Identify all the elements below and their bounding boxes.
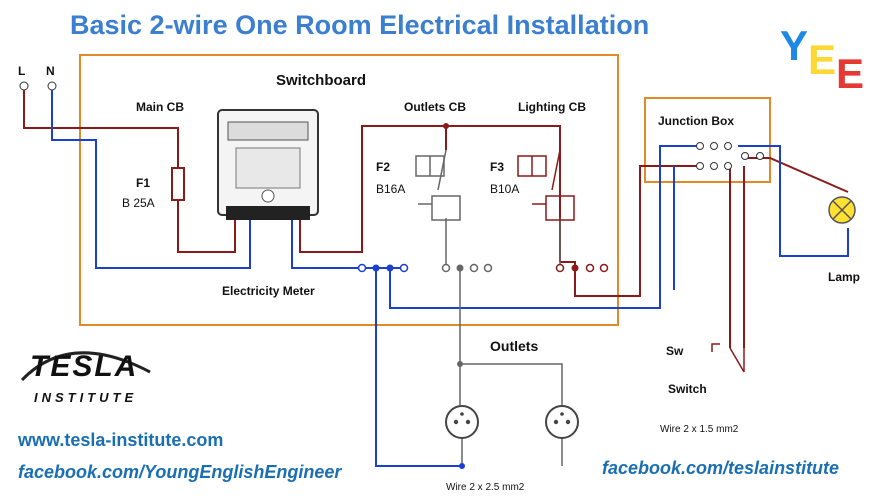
main-cb-label: Main CB xyxy=(136,100,184,114)
switch-label: Switch xyxy=(668,382,707,396)
junction-box xyxy=(644,97,771,183)
lighting-cb-label: Lighting CB xyxy=(518,100,586,114)
logo-name: TESLA xyxy=(30,350,139,383)
electricity-meter xyxy=(217,109,319,220)
fuse-f1-rating: B 25A xyxy=(122,196,155,210)
lighting-cb xyxy=(517,149,575,221)
meter-label: Electricity Meter xyxy=(222,284,315,298)
lamp-label: Lamp xyxy=(828,270,861,284)
lighting-wire-label: Wire 2 x 1.5 mm2 xyxy=(660,424,739,435)
junction-box-label: Junction Box xyxy=(658,114,735,128)
brand-letter-y: Y xyxy=(780,22,809,69)
outlets-label: Outlets xyxy=(490,338,539,354)
neutral-terminal xyxy=(47,81,57,91)
fuse-f2-name: F2 xyxy=(376,160,391,174)
neutral-wires xyxy=(51,90,849,467)
lamp-symbol xyxy=(828,196,856,224)
switchboard-label: Switchboard xyxy=(276,72,367,89)
fuse-f1 xyxy=(171,167,185,201)
live-terminal xyxy=(19,81,29,91)
facebook-yee-link[interactable]: facebook.com/YoungEnglishEngineer xyxy=(18,462,342,482)
outlet-wires xyxy=(445,218,563,466)
fuse-f3-rating: B10A xyxy=(490,182,520,196)
neutral-label: N xyxy=(46,64,55,78)
fuse-f2-rating: B16A xyxy=(376,182,406,196)
fuse-f1-name: F1 xyxy=(136,176,151,190)
switch-symbol xyxy=(711,343,745,373)
switchboard-box xyxy=(79,54,619,326)
live-wires xyxy=(23,90,849,348)
terminal-dots xyxy=(357,123,764,469)
outlets-cb xyxy=(415,149,461,221)
outlet-left xyxy=(445,405,479,439)
brand-letter-e1: E xyxy=(808,36,837,83)
fuse-f3-name: F3 xyxy=(490,160,505,174)
outlet-wire-label: Wire 2 x 2.5 mm2 xyxy=(446,482,525,493)
brand-letter-e2: E xyxy=(836,50,865,97)
page-title: Basic 2-wire One Room Electrical Install… xyxy=(70,10,650,40)
logo-sub: INSTITUTE xyxy=(34,390,138,405)
outlets-cb-label: Outlets CB xyxy=(404,100,467,114)
live-label: L xyxy=(18,64,26,78)
outlet-right xyxy=(545,405,579,439)
facebook-tesla-link[interactable]: facebook.com/teslainstitute xyxy=(602,458,840,478)
website-link[interactable]: www.tesla-institute.com xyxy=(18,430,224,450)
switch-short-label: Sw xyxy=(666,344,684,358)
logo-swoosh xyxy=(20,351,151,382)
